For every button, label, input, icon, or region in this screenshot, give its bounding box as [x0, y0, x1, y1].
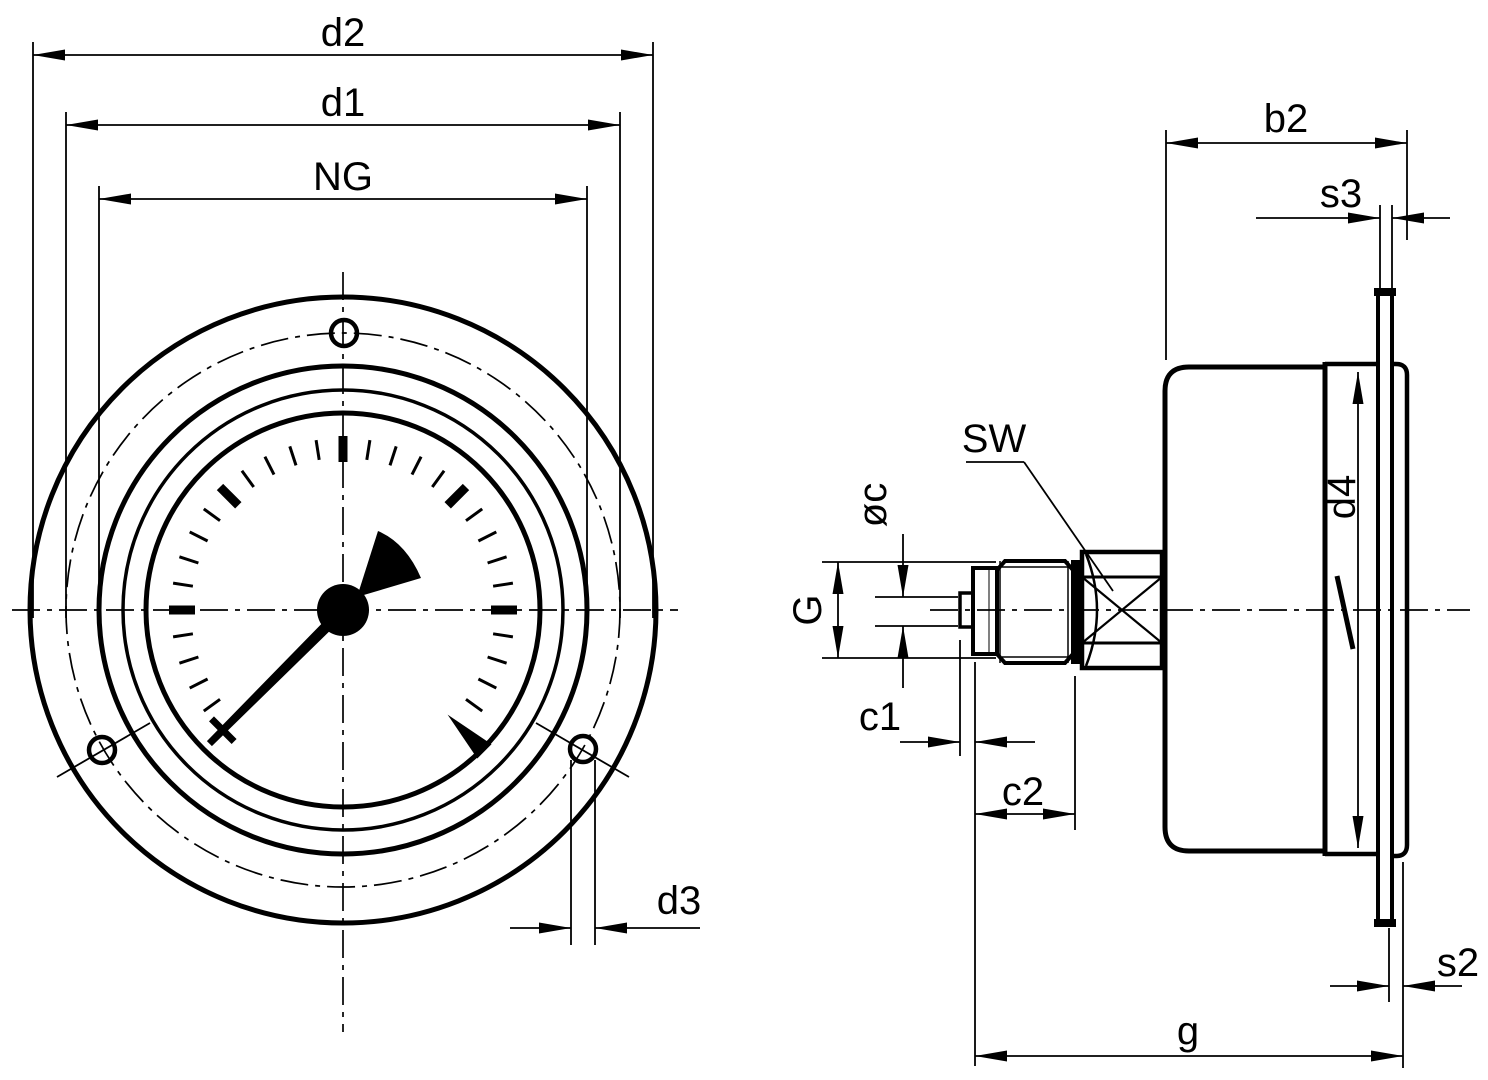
hex-chamfer-arc [1084, 553, 1099, 667]
pointer-counterweight [357, 531, 421, 597]
bolt-hole-left [86, 734, 118, 766]
dim-label-sw: SW [962, 417, 1027, 461]
thread-section [995, 559, 1075, 665]
flange-plate-cap-bottom [1374, 919, 1396, 927]
dim-label-d4: d4 [1320, 475, 1364, 520]
dial-circle [143, 410, 543, 810]
sw-leader-line [1023, 461, 1114, 592]
bolt-hole-top [328, 317, 360, 349]
flange-outer-circle [27, 294, 659, 926]
case-body [1162, 364, 1325, 854]
dim-label-c2: c2 [1002, 770, 1044, 814]
zero-tick-cross [209, 716, 237, 744]
front-view: d2 d1 NG d3 [12, 11, 701, 1032]
pointer-hub [317, 584, 369, 636]
dim-label-d1: d1 [321, 81, 366, 125]
dim-label-g-thread: G [786, 594, 830, 625]
bezel-ring [1392, 361, 1410, 859]
flange-plate [1376, 290, 1394, 927]
stem-collar [971, 566, 999, 656]
scale-end-mark [447, 714, 492, 759]
dim-label-s3: s3 [1320, 172, 1362, 216]
d4-oblique-tick [1334, 575, 1356, 650]
dim-label-d3: d3 [657, 879, 702, 923]
bolt-hole-right [567, 733, 599, 765]
dim-label-d2: d2 [321, 11, 366, 55]
dim-label-g-total: g [1177, 1009, 1199, 1053]
dim-label-s2: s2 [1437, 941, 1479, 985]
bezel-inner-circle [121, 388, 565, 832]
dim-label-ng: NG [313, 155, 373, 199]
bolt-hole-radial-left [56, 722, 151, 778]
side-view: d4 b2 s3 SW øc G c1 [786, 97, 1479, 1068]
stem-neck [1071, 560, 1082, 664]
flange-plate-cap-top [1374, 288, 1396, 296]
dim-label-c1: c1 [859, 695, 901, 739]
hex-wrench-flats [1079, 549, 1165, 671]
pointer-needle [206, 620, 333, 747]
dim-label-c-dia: øc [851, 483, 895, 527]
dial-scale-ticks [169, 436, 517, 713]
bolt-hole-radial-right [535, 722, 630, 778]
dim-label-b2: b2 [1264, 97, 1309, 141]
